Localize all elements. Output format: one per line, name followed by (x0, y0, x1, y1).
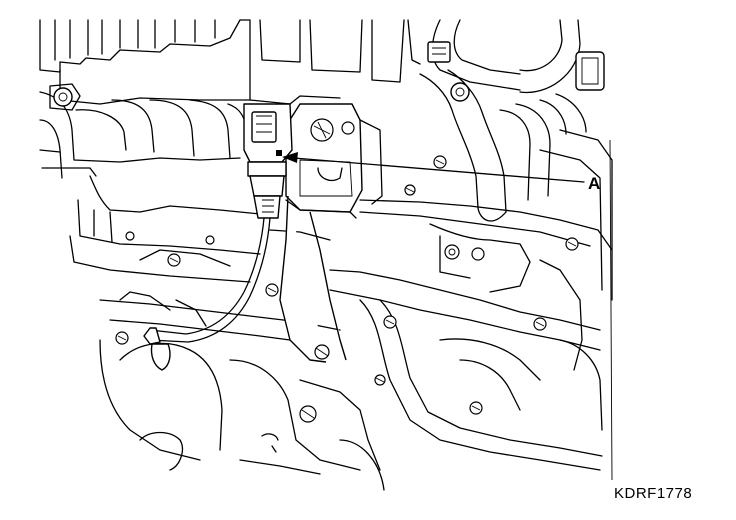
mounting-bracket (279, 103, 383, 363)
sensor-connector (243, 103, 293, 219)
bolts (115, 155, 579, 423)
misc-parts (119, 291, 279, 453)
callout-leader (282, 152, 585, 183)
top-right-connector (427, 41, 605, 91)
cut-edges (609, 139, 613, 481)
hoses (419, 19, 587, 222)
intake-manifold (39, 19, 421, 179)
sensor-wire (143, 217, 271, 371)
callout-label-a: A (588, 174, 601, 193)
engine-block (69, 129, 613, 491)
hose-clip (49, 83, 81, 111)
figure-code: KDRF1778 (614, 485, 693, 502)
